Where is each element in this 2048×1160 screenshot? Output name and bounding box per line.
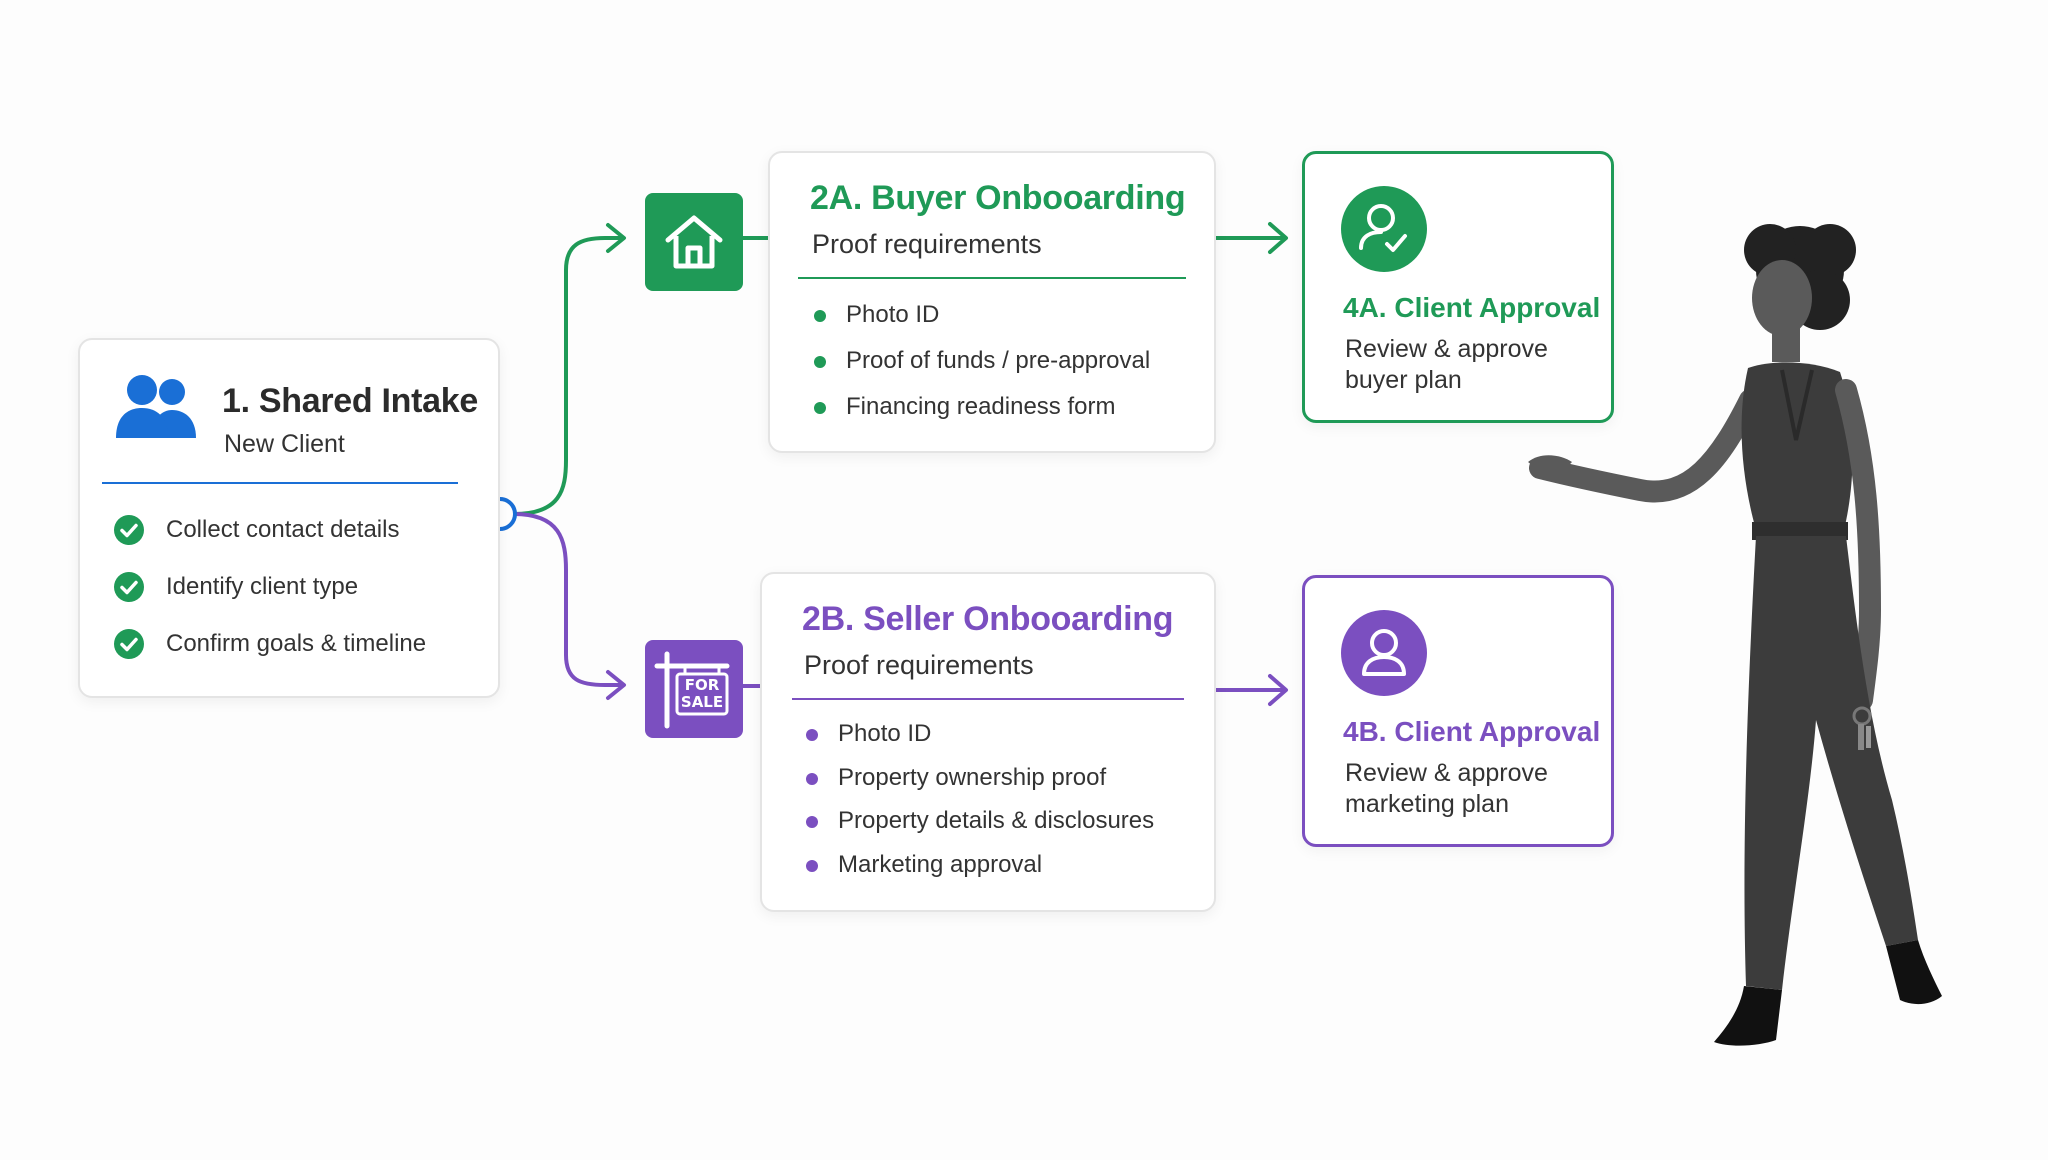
user-check-icon — [1341, 186, 1427, 272]
seller-branch-line — [513, 512, 622, 687]
seller-divider — [792, 698, 1184, 700]
intake-card: 1. Shared Intake New Client Collect cont… — [78, 338, 500, 698]
bullet-dot — [814, 356, 826, 368]
intake-item: Identify client type — [166, 573, 359, 600]
buyer-tile — [645, 193, 743, 291]
buyer-subtitle: Proof requirements — [812, 229, 1042, 259]
buyer-item: Proof of funds / pre-approval — [846, 347, 1151, 374]
intake-title: 1. Shared Intake — [222, 382, 478, 420]
approval-buyer-description: Review & approve buyer plan — [1345, 335, 1548, 394]
seller-subtitle: Proof requirements — [804, 650, 1034, 680]
bullet-dot — [814, 402, 826, 414]
bullet-dot — [806, 729, 818, 741]
buyer-divider — [798, 277, 1186, 279]
seller-item: Property ownership proof — [838, 764, 1107, 791]
bullet-dot — [814, 310, 826, 322]
intake-subtitle: New Client — [224, 430, 345, 458]
intake-item: Collect contact details — [166, 516, 400, 543]
seller-card: 2B. Seller Onbooarding Proof requirement… — [760, 572, 1216, 912]
approval-seller-title: 4B. Client Approval — [1343, 716, 1601, 747]
house-icon — [662, 210, 726, 274]
check-circle-icon — [114, 629, 144, 659]
intake-item: Confirm goals & timeline — [166, 630, 427, 657]
sign-text-for: FOR — [684, 676, 720, 694]
seller-approval-arrowhead — [1268, 674, 1288, 706]
buyer-branch-arrowhead — [606, 223, 626, 253]
seller-branch-arrowhead — [606, 670, 626, 700]
buyer-approval-arrowhead — [1268, 222, 1288, 254]
users-icon — [114, 374, 198, 440]
user-icon — [1341, 610, 1427, 696]
presenter-woman-figure — [1528, 224, 1942, 1046]
check-circle-icon — [114, 515, 144, 545]
buyer-item: Photo ID — [846, 301, 940, 328]
bullet-dot — [806, 773, 818, 785]
bullet-dot — [806, 816, 818, 828]
buyer-branch-line — [513, 236, 622, 516]
seller-item: Property details & disclosures — [838, 807, 1155, 834]
buyer-card: 2A. Buyer Onbooarding Proof requirements… — [768, 151, 1216, 453]
approval-seller-description: Review & approve marketing plan — [1345, 759, 1548, 818]
approval-buyer-card: 4A. Client Approval Review & approve buy… — [1302, 151, 1614, 423]
intake-divider — [102, 482, 458, 484]
approval-seller-card: 4B. Client Approval Review & approve mar… — [1302, 575, 1614, 847]
sign-text-sale: SALE — [680, 693, 724, 711]
seller-item: Marketing approval — [838, 851, 1043, 878]
seller-tile: FOR SALE — [645, 640, 743, 738]
seller-title: 2B. Seller Onbooarding — [802, 600, 1174, 638]
buyer-title: 2A. Buyer Onbooarding — [810, 179, 1186, 217]
bullet-dot — [806, 860, 818, 872]
check-circle-icon — [114, 572, 144, 602]
buyer-item: Financing readiness form — [846, 393, 1116, 420]
seller-item: Photo ID — [838, 720, 932, 747]
for-sale-sign-icon: FOR SALE — [645, 640, 743, 738]
approval-buyer-title: 4A. Client Approval — [1343, 292, 1601, 323]
